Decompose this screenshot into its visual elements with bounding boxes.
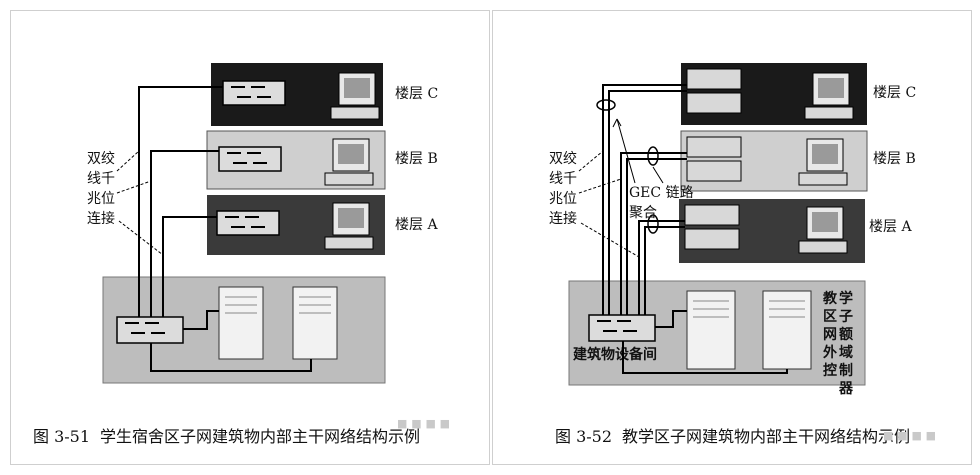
core-switch [116,316,184,344]
watermark: ■ ■ ■ ■ [883,429,937,442]
callout-line-4: 连接 [87,210,115,227]
callout-line-2: 线千 [549,171,577,187]
figure-3-52-panel: 楼层 C 楼层 B 楼层 [492,10,972,465]
server-2 [292,286,338,360]
caption-number: 图 3-51 [33,427,91,446]
dc-char-5: 网 [823,327,837,343]
floor-b-switch [218,146,282,172]
floor-b-label: 楼层 B [873,151,916,167]
twisted-pair-callout: 双绞 线千 兆位 连接 [87,150,164,256]
twisted-pair-callout: 双绞 线千 兆位 连接 [549,150,640,258]
floor-c-label: 楼层 C [395,86,438,102]
backbone-cables [602,84,788,374]
floor-a-switch-stack [684,204,740,250]
floor-c-computer [330,72,380,120]
extra-domain-controller-label: 教 学 区 子 网 额 外 域 控 制 器 [823,290,854,397]
floor-a-computer [798,206,848,254]
dc-char-11: 器 [838,381,854,397]
dc-char-8: 域 [839,344,853,361]
caption-text: 教学区子网建筑物内部主干网络结构示例 [622,427,911,446]
figure-3-52-caption: 图 3-52 教学区子网建筑物内部主干网络结构示例 [555,423,910,447]
floor-c-switch-stack [686,68,742,114]
figure-3-51-caption: 图 3-51 学生宿舍区子网建筑物内部主干网络结构示例 [33,423,420,447]
dc-char-3: 区 [823,309,837,325]
floor-c-label: 楼层 C [873,85,916,101]
dc-char-7: 外 [823,344,837,361]
dc-char-4: 子 [839,309,853,325]
figure-3-51-panel: 楼层 C 楼层 B 楼层 [10,10,490,465]
callout-line-3: 兆位 [87,191,115,207]
floor-c-switch [222,80,286,106]
floor-b-computer [324,138,374,186]
gec-line-1: GEC 链路 [629,185,694,201]
server-1 [218,286,264,360]
dc-char-9: 控 [823,362,837,379]
figure-3-51-diagram: 楼层 C 楼层 B 楼层 [87,63,438,384]
caption-text: 学生宿舍区子网建筑物内部主干网络结构示例 [100,427,421,446]
callout-line-4: 连接 [549,210,577,227]
server-1 [686,290,736,370]
floor-b-switch-stack [686,136,742,182]
equipment-room-label: 建筑物设备间 [573,346,657,363]
callout-line-1: 双绞 [87,150,115,167]
callout-line-2: 线千 [87,171,115,187]
gec-line-2: 聚合 [629,205,657,221]
floor-b-label: 楼层 B [395,151,438,167]
dc-char-1: 教 [823,290,838,307]
domain-controller-server [762,290,812,370]
floor-a-label: 楼层 A [395,217,438,233]
dc-char-10: 制 [839,362,853,379]
callout-line-1: 双绞 [549,150,577,167]
figure-3-52-diagram: 楼层 C 楼层 B 楼层 [549,63,916,397]
core-switch [588,314,656,342]
caption-number: 图 3-52 [555,427,613,446]
floor-a-switch [216,210,280,236]
watermark: ■ ■ ■ ■ [397,417,451,430]
floor-b-computer [798,138,848,186]
dc-char-2: 学 [839,290,853,307]
floor-c-computer [804,72,854,120]
gec-aggregation-marks [596,99,659,234]
floor-a-label: 楼层 A [869,219,912,235]
dc-char-6: 额 [839,326,853,343]
backbone-cables [138,86,312,372]
callout-line-3: 兆位 [549,191,577,207]
floor-a-computer [324,202,374,250]
gec-callout: GEC 链路 聚合 [612,118,694,221]
